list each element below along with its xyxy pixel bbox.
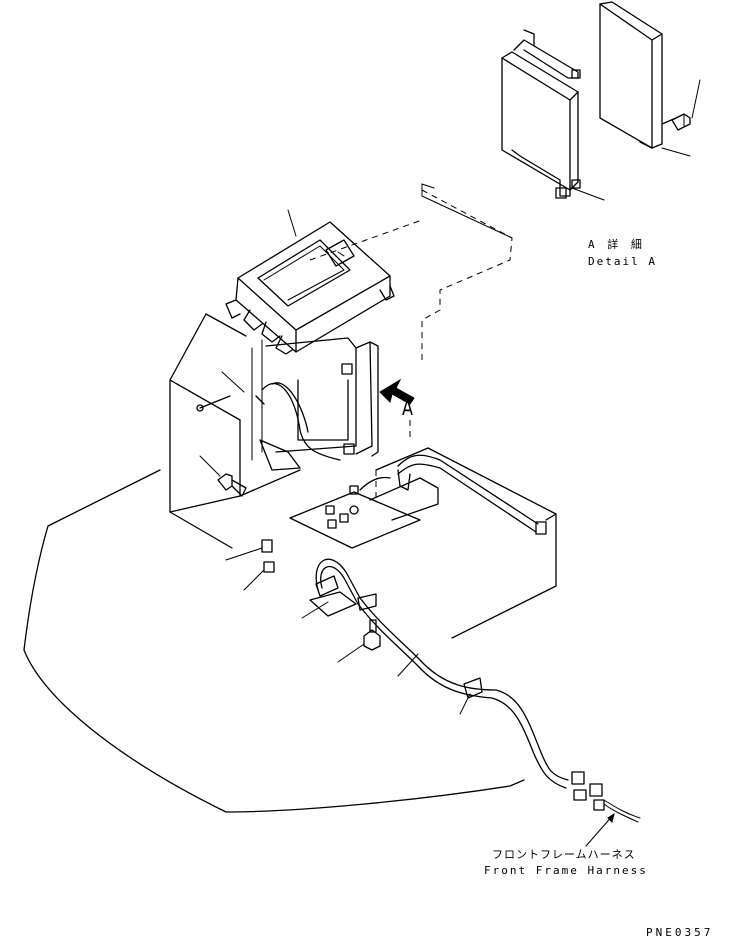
floor-outline xyxy=(23,469,525,813)
drawing-code: PNE0357 xyxy=(646,926,714,939)
cab-outline xyxy=(309,183,513,440)
connectors xyxy=(225,539,275,591)
detail-a-caption-en: Detail A xyxy=(588,255,657,268)
view-arrow xyxy=(379,378,415,405)
harness-label-en: Front Frame Harness xyxy=(484,864,648,877)
detail-a-caption-jp: A 詳 細 xyxy=(588,238,645,251)
detail-a-view xyxy=(501,1,701,201)
monitor-panel xyxy=(225,209,395,355)
right-box xyxy=(289,447,557,639)
view-marker-label: A xyxy=(402,396,413,420)
console-box xyxy=(169,313,301,549)
controller-mount xyxy=(196,337,379,497)
harness-label-jp: フロントフレームハーネス xyxy=(492,848,636,861)
front-frame-harness xyxy=(301,558,641,847)
